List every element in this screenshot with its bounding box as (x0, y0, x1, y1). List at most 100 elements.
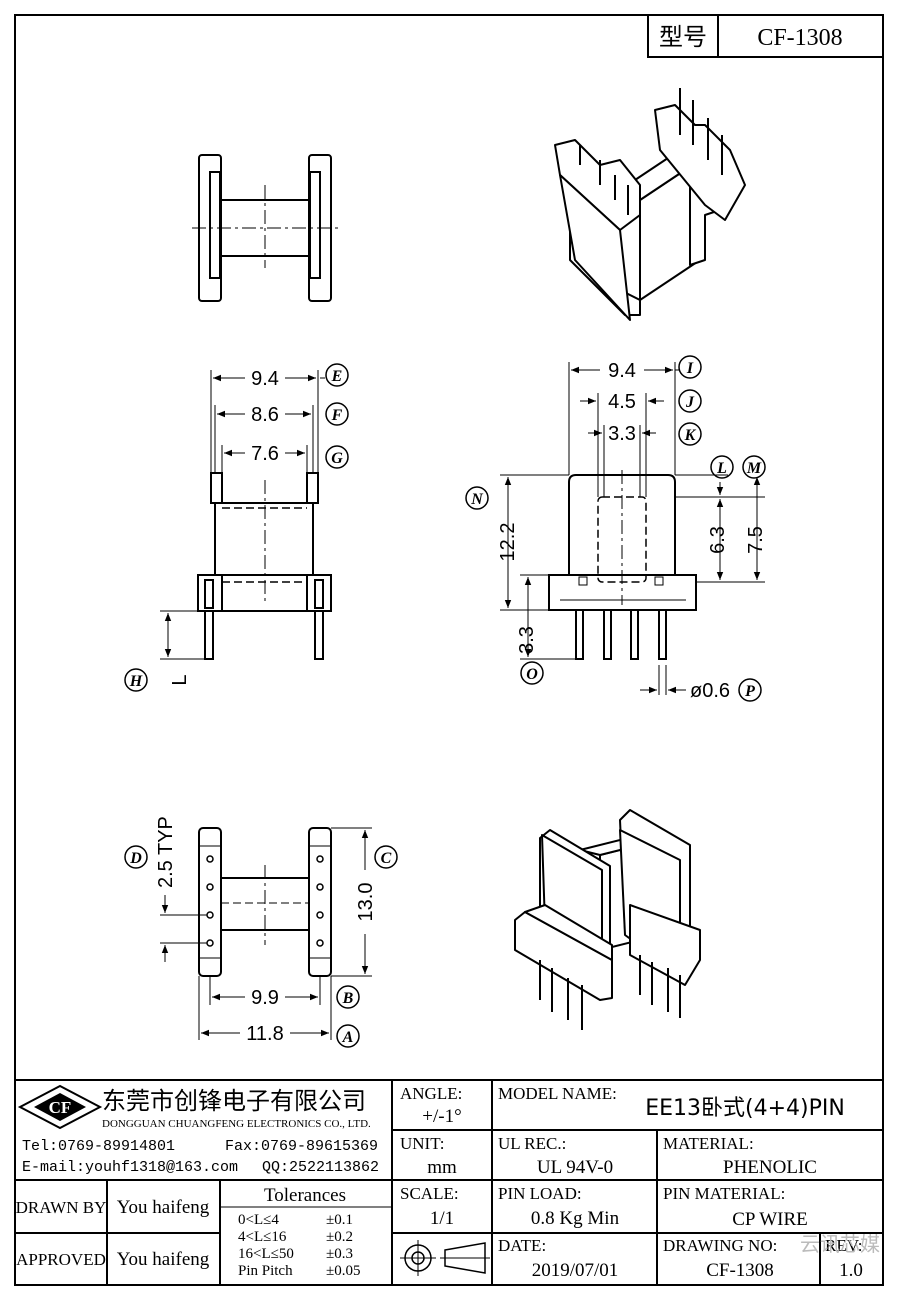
pin-material-value: CP WIRE (732, 1209, 807, 1230)
tol-range-4: Pin Pitch (238, 1263, 293, 1279)
side-view-top (192, 154, 340, 302)
model-code: CF-1308 (757, 25, 842, 51)
model-header-box: 型号 CF-1308 (647, 14, 884, 58)
unit-label: UNIT: (400, 1134, 444, 1153)
date-label: DATE: (498, 1236, 546, 1255)
rev-value: 1.0 (839, 1260, 863, 1281)
label-m: M (742, 455, 766, 479)
tol-value-2: ±0.2 (326, 1229, 353, 1245)
label-d: D (124, 845, 148, 869)
model-label: 型号 (659, 23, 707, 51)
svg-text:C: C (381, 850, 392, 867)
angle-label: ANGLE: (400, 1084, 462, 1103)
svg-text:E: E (331, 368, 343, 385)
tol-value-3: ±0.3 (326, 1246, 353, 1262)
svg-text:L: L (716, 460, 727, 477)
dim-k-value: 3.3 (608, 423, 636, 445)
label-e: E (325, 363, 349, 387)
dim-l2-value: 6.3 (707, 526, 729, 554)
dim-p-value: ø0.6 (690, 680, 730, 702)
pin-material-label: PIN MATERIAL: (663, 1184, 785, 1203)
watermark: 云讯芯媒 (800, 1232, 880, 1256)
company-tel: Tel:0769-89914801 (22, 1138, 175, 1155)
dim-c-value: 13.0 (355, 883, 377, 922)
label-p: P (738, 678, 762, 702)
dim-m-value: 7.5 (745, 526, 767, 554)
tol-range-1: 0<L≤4 (238, 1212, 279, 1228)
date-value: 2019/07/01 (532, 1260, 619, 1281)
svg-text:P: P (744, 683, 755, 700)
svg-text:K: K (684, 427, 697, 444)
dim-f-value: 8.6 (251, 404, 279, 426)
ul-value: UL 94V-0 (537, 1157, 613, 1178)
svg-text:CF: CF (49, 1098, 72, 1117)
svg-text:O: O (526, 666, 538, 683)
material-label: MATERIAL: (663, 1134, 754, 1153)
svg-text:J: J (685, 394, 695, 411)
svg-text:M: M (746, 460, 762, 477)
projection-symbol-icon (400, 1240, 490, 1276)
ul-label: UL REC.: (498, 1134, 566, 1153)
tolerance-rows: 0<L≤4 ±0.1 4<L≤16 ±0.2 16<L≤50 ±0.3 Pin … (238, 1212, 360, 1279)
dim-g-value: 7.6 (251, 443, 279, 465)
pin-load-label: PIN LOAD: (498, 1184, 582, 1203)
material-value: PHENOLIC (723, 1157, 817, 1178)
label-a: A (336, 1024, 360, 1048)
svg-text:F: F (331, 407, 343, 424)
label-b: B (336, 985, 360, 1009)
company-email: E-mail:youhf1318@163.com (22, 1159, 238, 1176)
tol-range-2: 4<L≤16 (238, 1229, 287, 1245)
label-j: J (678, 389, 702, 413)
company-name-en: DONGGUAN CHUANGFENG ELECTRONICS CO., LTD… (102, 1118, 371, 1130)
model-name-value: EE13卧式(4+4)PIN (645, 1096, 845, 1121)
dim-b-value: 9.9 (251, 987, 279, 1009)
svg-text:G: G (331, 450, 343, 467)
tolerances-title: Tolerances (264, 1185, 346, 1206)
dim-o-value: 3.3 (516, 626, 538, 654)
model-name-label: MODEL NAME: (498, 1084, 617, 1103)
label-c: C (374, 845, 398, 869)
angle-value: +/-1° (422, 1106, 461, 1127)
dim-l-value: L (169, 674, 191, 685)
label-n: N (465, 486, 489, 510)
front-view-left: 9.4 8.6 7.6 L E F G H (124, 363, 349, 692)
front-view-right: 9.4 4.5 3.3 12.2 3.3 6.3 7.5 ø0.6 I J K … (465, 355, 767, 702)
label-f: F (325, 402, 349, 426)
rev-label: REV: (825, 1236, 862, 1255)
label-h: H (124, 668, 148, 692)
company-qq: QQ:2522113862 (262, 1159, 379, 1176)
drawing-no-value: CF-1308 (706, 1260, 774, 1281)
label-o: O (520, 661, 544, 685)
bottom-view: 2.5 TYP 13.0 9.9 11.8 D C B A (124, 816, 398, 1048)
isometric-view-top (554, 88, 746, 321)
outer-frame (14, 14, 884, 1286)
svg-text:H: H (129, 673, 143, 690)
label-l: L (710, 455, 734, 479)
scale-label: SCALE: (400, 1184, 459, 1203)
company-logo: CF (17, 1084, 103, 1130)
unit-value: mm (427, 1157, 457, 1178)
approved-value: You haifeng (117, 1249, 210, 1270)
svg-text:A: A (342, 1029, 354, 1046)
label-g: G (325, 445, 349, 469)
dim-a-value: 11.8 (246, 1023, 283, 1045)
isometric-view-bottom (514, 809, 701, 1030)
company-fax: Fax:0769-89615369 (225, 1138, 378, 1155)
dim-i-value: 9.4 (608, 360, 636, 382)
svg-text:I: I (686, 360, 694, 377)
drawn-by-value: You haifeng (117, 1197, 210, 1218)
tol-range-3: 16<L≤50 (238, 1246, 294, 1262)
tol-value-1: ±0.1 (326, 1212, 353, 1228)
company-name-cn: 东莞市创锋电子有限公司 (102, 1087, 366, 1115)
dim-j-value: 4.5 (608, 391, 636, 413)
dim-d-value: 2.5 TYP (155, 816, 177, 888)
title-block (15, 1079, 883, 1285)
dim-n-value: 12.2 (497, 523, 519, 562)
tol-value-4: ±0.05 (326, 1263, 360, 1279)
dim-e-value: 9.4 (251, 368, 279, 390)
drawn-by-label: DRAWN BY (16, 1198, 107, 1217)
approved-label: APPROVED (16, 1250, 106, 1269)
pin-load-value: 0.8 Kg Min (531, 1208, 620, 1229)
